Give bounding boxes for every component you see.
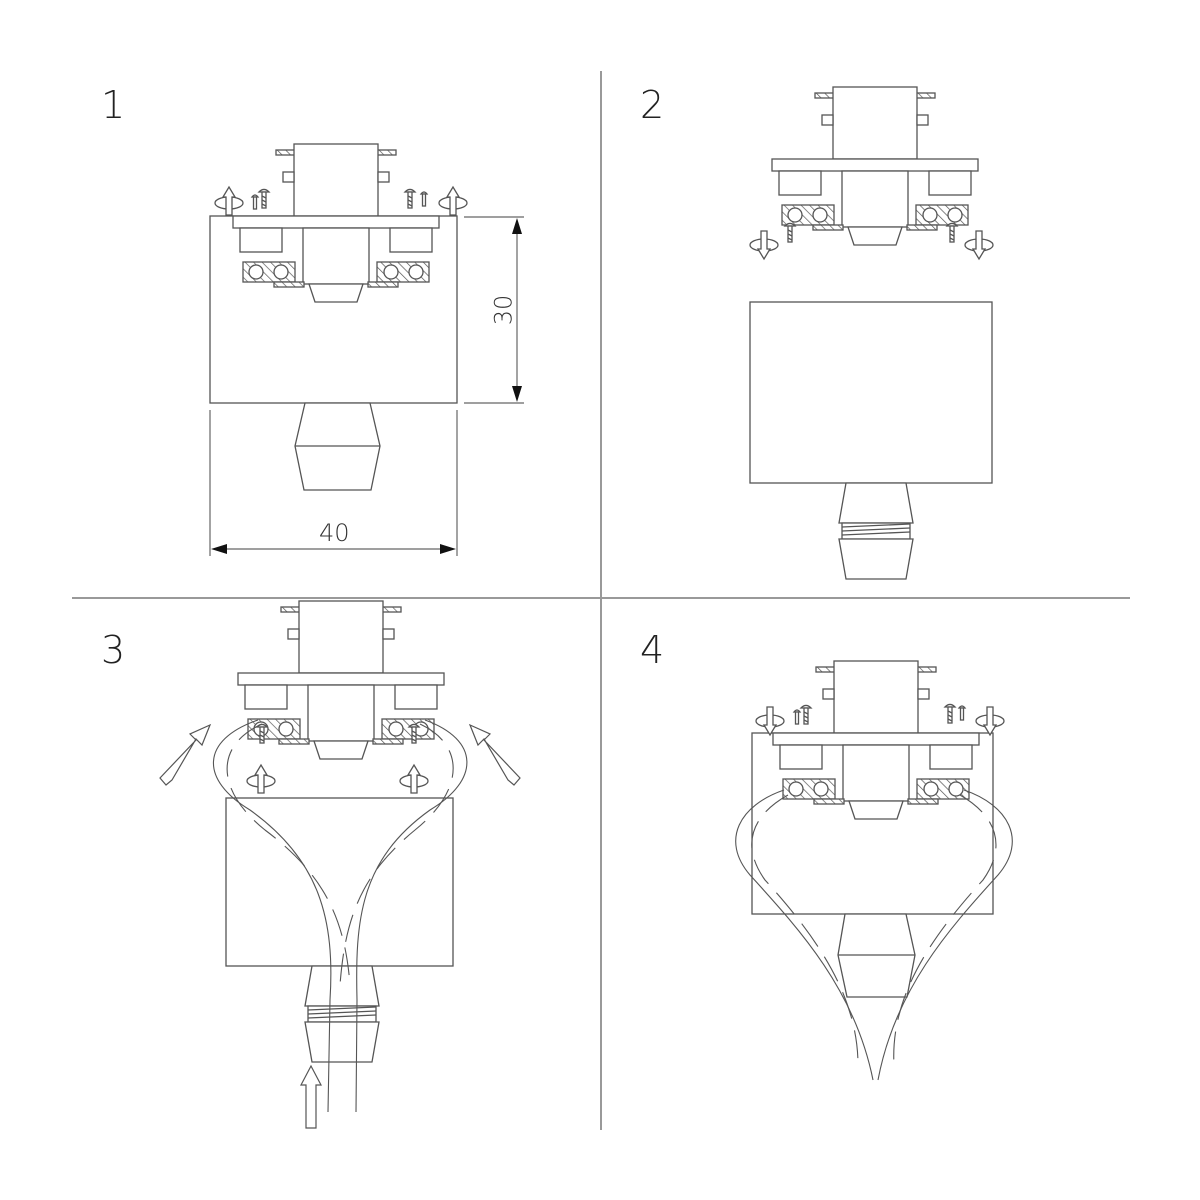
wire	[735, 789, 874, 1081]
rotate-arrow-icon	[964, 230, 994, 260]
direction-arrow-icon	[300, 1064, 322, 1129]
screw-icon	[784, 222, 796, 243]
step-number-2: 2	[640, 83, 665, 127]
rotate-arrow-icon	[438, 186, 468, 216]
screw-icon	[958, 705, 966, 721]
wire	[212, 719, 332, 1113]
screw-icon	[251, 194, 259, 210]
screw-icon	[404, 188, 416, 209]
direction-arrow-icon	[159, 723, 212, 786]
adapter-assembly	[232, 143, 440, 303]
screw-icon	[258, 188, 270, 209]
adapter-assembly	[771, 86, 979, 246]
screw-icon	[793, 709, 801, 725]
panel-step-1	[209, 143, 524, 556]
rotate-arrow-icon	[399, 764, 429, 794]
screw-icon	[420, 191, 428, 207]
step-number-3: 3	[101, 628, 126, 672]
screw-icon	[944, 703, 956, 724]
cable-gland	[838, 482, 914, 580]
cable-gland	[304, 965, 380, 1063]
height-dimension-label: 30	[489, 294, 518, 326]
panel-step-4	[735, 660, 1013, 1081]
housing-box	[749, 301, 993, 484]
wire	[355, 719, 468, 1113]
step-number-4: 4	[640, 628, 665, 672]
panel-step-3	[159, 600, 521, 1129]
rotate-arrow-icon	[214, 186, 244, 216]
adapter-assembly	[772, 660, 980, 820]
direction-arrow-icon	[468, 723, 521, 786]
width-dimension-label: 40	[319, 519, 350, 547]
screw-icon	[946, 222, 958, 243]
panel-step-2	[749, 86, 994, 580]
housing-box	[225, 797, 454, 967]
rotate-arrow-icon	[975, 706, 1005, 736]
rotate-arrow-icon	[246, 764, 276, 794]
screw-icon	[800, 704, 812, 725]
step-number-1: 1	[101, 83, 126, 127]
rotate-arrow-icon	[749, 230, 779, 260]
rotate-arrow-icon	[755, 706, 785, 736]
